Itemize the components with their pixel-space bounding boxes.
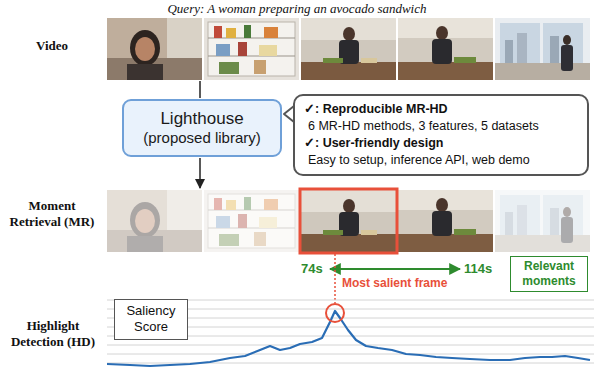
span-arrow <box>330 268 460 270</box>
row-label: Moment Retrieval (MR) <box>2 198 102 231</box>
legend-box: Saliency Score <box>114 299 188 340</box>
time-label: 74s <box>301 261 323 276</box>
relevant-box: Relevant moments <box>510 256 588 292</box>
feature-callout: ✓: Reproducible MR-HD6 MR-HD methods, 3 … <box>293 94 589 176</box>
row-label: Highlight Detection (HD) <box>2 318 104 351</box>
node-text: Relevant moments <box>515 259 583 289</box>
flow-arrow <box>199 158 201 188</box>
salient-label: Most salient frame <box>341 276 448 290</box>
time-label: 114s <box>464 261 492 276</box>
library-box: Lighthouse(proposed library) <box>122 99 282 157</box>
row-label: Video <box>2 38 102 54</box>
salient-leader <box>334 254 336 303</box>
node-text: 6 MR-HD methods, 3 features, 5 datasets <box>304 118 578 135</box>
node-text: Easy to setup, inference API, web demo <box>304 152 578 169</box>
salient-marker <box>326 304 344 322</box>
video-frames <box>107 18 590 80</box>
query-title: Query: A woman preparing an avocado sand… <box>0 1 594 17</box>
node-text: ✓: User-friendly design <box>304 135 578 152</box>
moment-frames <box>107 189 590 253</box>
node-text: Lighthouse <box>160 109 243 129</box>
node-text: ✓: Reproducible MR-HD <box>304 101 578 118</box>
node-text: Saliency Score <box>119 303 183 336</box>
node-text: (proposed library) <box>143 129 261 147</box>
flow-line <box>199 81 201 98</box>
